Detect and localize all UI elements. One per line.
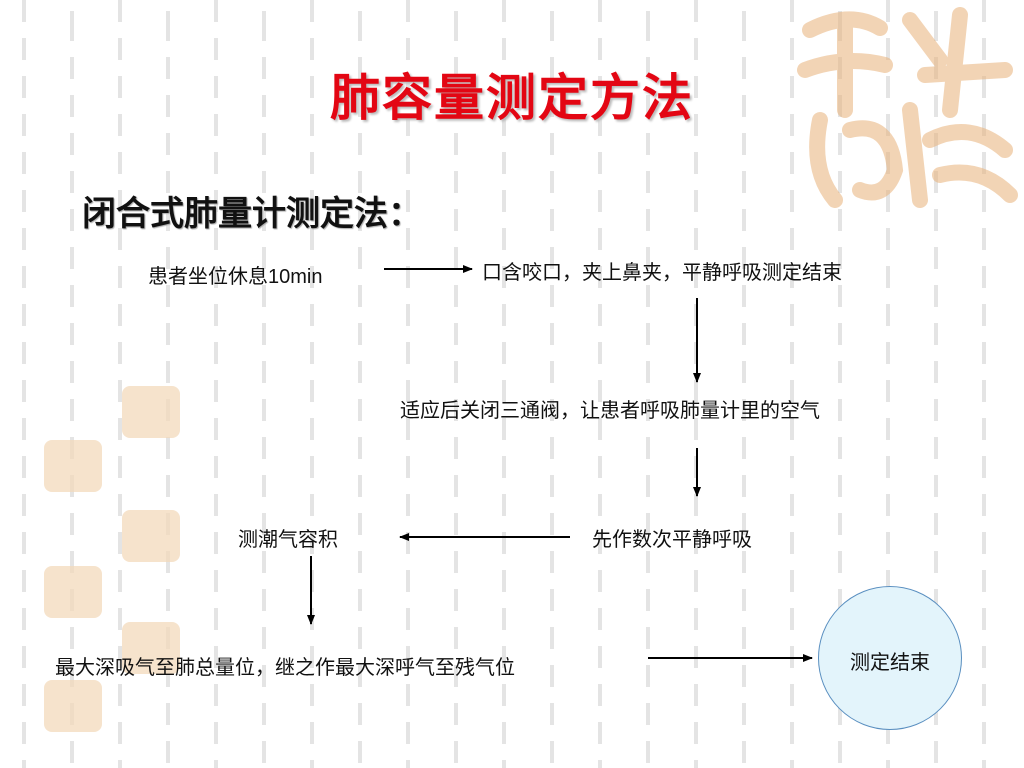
background-stripe: [790, 0, 794, 768]
flow-step-rest: 患者坐位休息10min: [148, 260, 322, 289]
background-stripe: [982, 0, 986, 768]
background-stripe: [886, 0, 890, 768]
background-stripe: [70, 0, 74, 768]
flow-step-max-breath: 最大深吸气至肺总量位，继之作最大深呼气至残气位: [55, 655, 515, 679]
flow-step-quiet-breathing: 先作数次平静呼吸: [592, 527, 752, 551]
background-stripe: [934, 0, 938, 768]
auspicious-seal-small: [44, 566, 102, 618]
background-stripe: [166, 0, 170, 768]
background-stripe: [694, 0, 698, 768]
background-stripe: [454, 0, 458, 768]
flow-step-rest-duration: 10min: [268, 266, 323, 288]
section-subtitle: 闭合式肺量计测定法：: [82, 194, 422, 234]
background-stripe: [646, 0, 650, 768]
auspicious-seal-large: [797, 7, 1018, 208]
background-stripe: [22, 0, 26, 768]
page-title: 肺容量测定方法: [330, 69, 694, 127]
background-stripe: [550, 0, 554, 768]
auspicious-seal-small: [122, 510, 180, 562]
end-node-circle: [818, 586, 962, 730]
background-stripe: [838, 0, 842, 768]
auspicious-seal-small: [44, 680, 102, 732]
background-stripe: [262, 0, 266, 768]
background-stripe: [214, 0, 218, 768]
auspicious-seal-small: [122, 622, 180, 674]
background-stripe: [118, 0, 122, 768]
flow-step-tidal-volume: 测潮气容积: [238, 527, 338, 551]
flow-step-mouthpiece: 口含咬口，夹上鼻夹，平静呼吸测定结束: [482, 260, 842, 284]
flow-step-close-valve: 适应后关闭三通阀，让患者呼吸肺量计里的空气: [400, 398, 820, 422]
background-stripe: [406, 0, 410, 768]
end-node-label: 测定结束: [850, 650, 930, 674]
background-stripe: [598, 0, 602, 768]
background-stripe: [310, 0, 314, 768]
background-stripe: [358, 0, 362, 768]
auspicious-seal-small: [122, 386, 180, 438]
background-stripe: [742, 0, 746, 768]
background-stripe: [502, 0, 506, 768]
flow-step-rest-text: 患者坐位休息: [148, 264, 268, 288]
auspicious-seal-small: [44, 440, 102, 492]
